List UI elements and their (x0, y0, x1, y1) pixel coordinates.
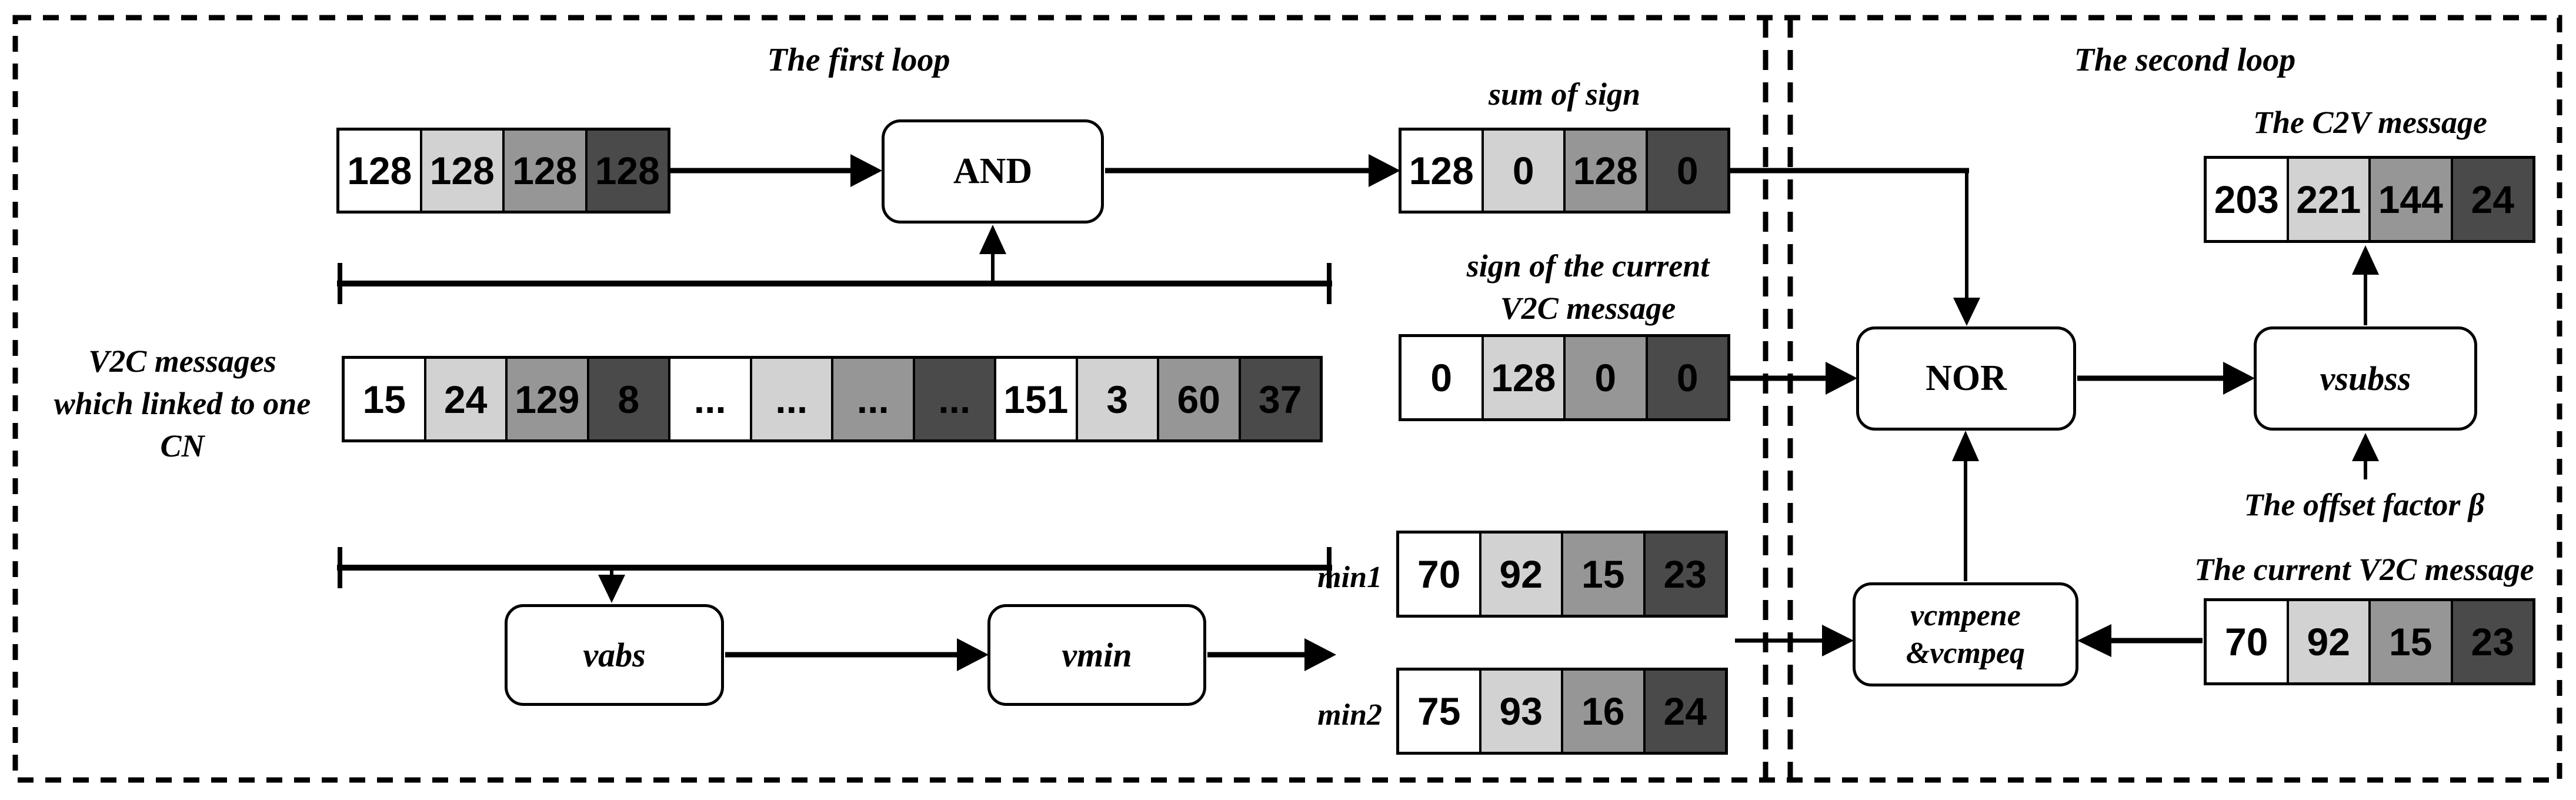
vector-cell: 0 (1481, 131, 1563, 211)
vector-cell: 128 (339, 131, 420, 211)
vector-cell: 203 (2207, 159, 2287, 240)
v2c-messages-label: V2C messages which linked to one CN (24, 340, 341, 467)
vector-cell: 37 (1238, 359, 1320, 439)
vector-cell: 0 (1402, 337, 1481, 418)
arrow-vcmp-to-nor (1952, 431, 1979, 581)
vector-cell: 128 (502, 131, 585, 211)
vsubss-box: vsubss (2254, 326, 2477, 431)
vabs-label: vabs (583, 636, 646, 674)
nor-box: NOR (1856, 326, 2076, 431)
bracket-v2c-vector (337, 547, 1332, 588)
vector-cell: 128 (1402, 131, 1481, 211)
vector-cell: 24 (423, 359, 505, 439)
vector-cell: 24 (1643, 671, 1725, 752)
vector-cell: 128 (1481, 337, 1563, 418)
arrow-allsign-to-and (670, 154, 882, 187)
arrow-sign-to-nor (1729, 362, 1857, 395)
nor-label: NOR (1926, 358, 2007, 398)
arrow-currentv2c-to-vcmp (2077, 624, 2203, 657)
vector-cell: 15 (2368, 601, 2451, 682)
and-box: AND (882, 119, 1104, 224)
sign-current-label: sign of the current V2C message (1382, 245, 1794, 329)
vector-cell: 15 (1561, 534, 1643, 615)
vector-cell: ... (749, 359, 831, 439)
sum-of-sign-label: sum of sign (1488, 76, 1641, 112)
v2c-messages-line3: CN (160, 428, 205, 464)
vector-cell: 0 (1645, 337, 1727, 418)
arrow-vsubss-to-c2v (2352, 245, 2379, 325)
vector-cell: 15 (345, 359, 424, 439)
vector-cell: 3 (1075, 359, 1157, 439)
vector-cell: 75 (1399, 671, 1479, 752)
arrow-nor-to-vsubss (2077, 362, 2255, 395)
vector-cell: 128 (419, 131, 502, 211)
vector-cell: 23 (1643, 534, 1725, 615)
vector-cell: 60 (1157, 359, 1239, 439)
arrow-mins-to-vcmp (1735, 625, 1854, 656)
arrow-bracket-to-and (979, 225, 1006, 282)
vcmp-label-line1: vcmpene (1910, 598, 2021, 632)
vector-cell: 221 (2286, 159, 2368, 240)
vector-cell: 128 (1563, 131, 1646, 211)
vector-cell: 151 (994, 359, 1076, 439)
vector-cell: 129 (505, 359, 587, 439)
vector-cell: 144 (2368, 159, 2451, 240)
vector-cell: 70 (1399, 534, 1479, 615)
second-loop-title: The second loop (2074, 42, 2296, 78)
vector-cell: 92 (1479, 534, 1561, 615)
sign-current-line1: sign of the current (1466, 248, 1710, 284)
vsubss-label: vsubss (2320, 359, 2411, 398)
v2c-messages-line2: which linked to one (54, 386, 311, 421)
current-v2c-label: The current V2C message (2194, 552, 2534, 587)
arrow-sum-to-nor (1729, 168, 1980, 326)
vmin-box: vmin (987, 604, 1206, 706)
v2c-messages-line1: V2C messages (88, 344, 276, 379)
arrow-and-to-sum (1105, 154, 1400, 187)
first-loop-title: The first loop (767, 42, 950, 78)
vabs-box: vabs (505, 604, 724, 706)
arrow-offset-to-vsubss (2352, 433, 2379, 479)
vector-cell: ... (668, 359, 750, 439)
sign-current-line2: V2C message (1500, 291, 1676, 326)
arrow-bracket-to-vabs (598, 568, 625, 603)
arrow-vmin-output (1207, 638, 1336, 671)
vector-cell: 24 (2450, 159, 2532, 240)
vector-cell: ... (831, 359, 913, 439)
vector-cell: 128 (585, 131, 668, 211)
c2v-message-label: The C2V message (2253, 105, 2487, 140)
vcmp-label-line2: &vcmpeq (1906, 636, 2026, 670)
arrow-vabs-to-vmin (725, 638, 989, 671)
vector-cell: 23 (2450, 601, 2532, 682)
vector-cell: 70 (2207, 601, 2287, 682)
vector-cell: 16 (1561, 671, 1643, 752)
outer-dashed-border (12, 15, 2562, 783)
vector-cell: 93 (1479, 671, 1561, 752)
min1-label: min1 (1317, 561, 1382, 594)
offset-factor-label: The offset factor β (2244, 487, 2485, 522)
vector-cell: 0 (1563, 337, 1646, 418)
vector-cell: 8 (586, 359, 668, 439)
vector-cell: 0 (1645, 131, 1727, 211)
vector-cell: ... (912, 359, 994, 439)
vmin-label: vmin (1062, 636, 1132, 674)
vector-cell: 92 (2286, 601, 2368, 682)
min2-label: min2 (1317, 698, 1382, 732)
vcmp-box: vcmpene &vcmpeq (1853, 582, 2078, 686)
bracket-first-loop-top (337, 263, 1332, 304)
and-label: AND (953, 151, 1033, 191)
